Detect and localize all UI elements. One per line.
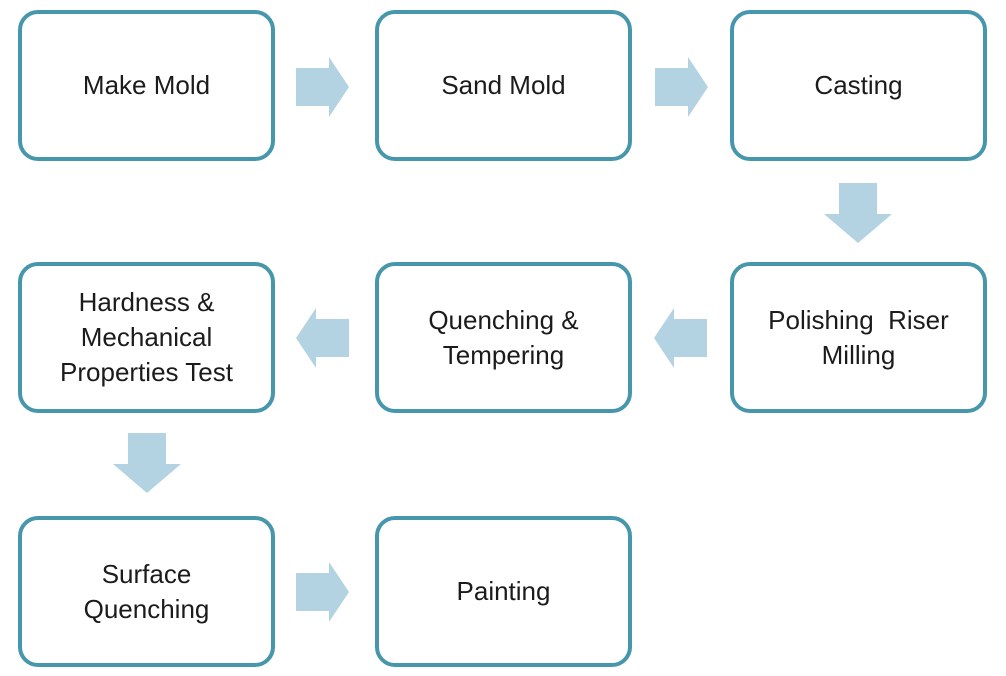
node-quenching-tempering: Quenching & Tempering xyxy=(375,262,632,413)
node-painting: Painting xyxy=(375,516,632,667)
arrow-right-icon xyxy=(296,57,349,117)
node-surface-quenching: Surface Quenching xyxy=(18,516,275,667)
node-casting: Casting xyxy=(730,10,987,161)
node-polishing-riser-milling-label: Polishing Riser Milling xyxy=(768,304,949,370)
arrow-right-icon xyxy=(296,562,349,622)
arrow-down-icon xyxy=(113,433,181,493)
node-hardness-test-label: Hardness & Mechanical Properties Test xyxy=(60,287,233,387)
node-sand-mold: Sand Mold xyxy=(375,10,632,161)
node-casting-label: Casting xyxy=(814,70,903,100)
node-quenching-tempering-label: Quenching & Tempering xyxy=(428,304,579,370)
node-make-mold-label: Make Mold xyxy=(82,70,211,100)
node-surface-quenching-label: Surface Quenching xyxy=(83,558,210,624)
node-hardness-test: Hardness & Mechanical Properties Test xyxy=(18,262,275,413)
arrow-right-icon xyxy=(655,57,708,117)
node-sand-mold-label: Sand Mold xyxy=(441,70,566,100)
arrow-down-icon xyxy=(824,183,892,243)
node-make-mold: Make Mold xyxy=(18,10,275,161)
node-polishing-riser-milling: Polishing Riser Milling xyxy=(730,262,987,413)
arrow-left-icon xyxy=(654,308,707,368)
arrow-left-icon xyxy=(296,308,349,368)
node-painting-label: Painting xyxy=(456,576,551,606)
